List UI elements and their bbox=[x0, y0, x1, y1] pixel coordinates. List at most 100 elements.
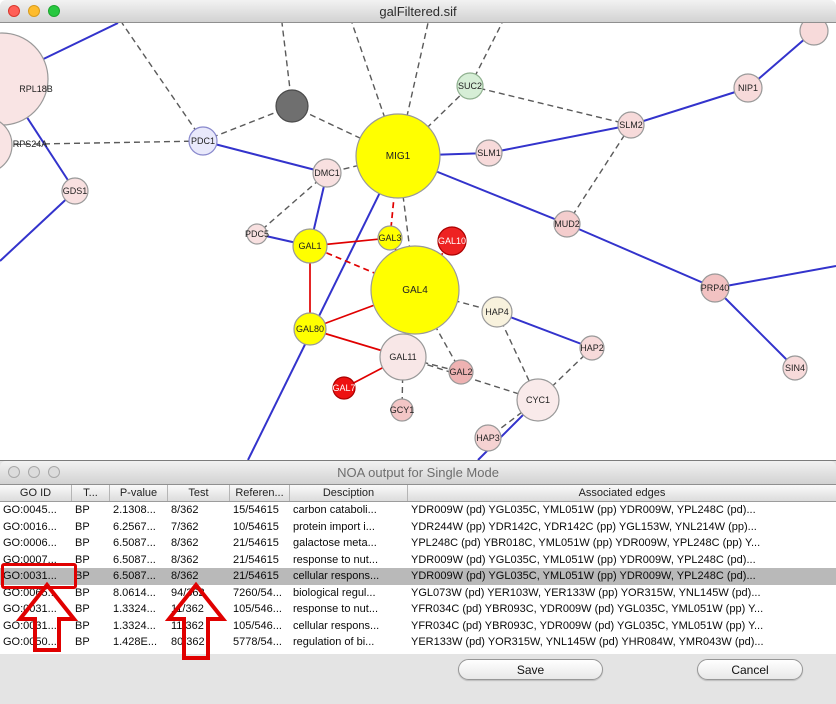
edge-blue[interactable] bbox=[566, 223, 716, 289]
node-gal3[interactable] bbox=[377, 225, 403, 251]
node-hap2[interactable] bbox=[579, 335, 605, 361]
column-header-p-value[interactable]: P-value bbox=[110, 485, 168, 501]
table-cell: BP bbox=[75, 520, 90, 533]
table-cell: galactose meta... bbox=[293, 537, 377, 550]
edge-gray-dashed[interactable] bbox=[469, 85, 632, 126]
node-mig1[interactable] bbox=[355, 113, 441, 199]
node-gal4[interactable] bbox=[370, 245, 460, 335]
column-header-desciption[interactable]: Desciption bbox=[290, 485, 408, 501]
node-label-mud2: MUD2 bbox=[554, 219, 580, 229]
node-hap4[interactable] bbox=[481, 296, 513, 328]
edge-gray-dashed[interactable] bbox=[256, 172, 328, 235]
node-gal10[interactable] bbox=[437, 226, 467, 256]
graph-window-title: galFiltered.sif bbox=[379, 3, 457, 19]
node-pdc5[interactable] bbox=[246, 223, 268, 245]
edge-gray-dashed[interactable] bbox=[397, 85, 471, 157]
table-cell: 105/546... bbox=[233, 603, 282, 616]
table-cell: GO:0016... bbox=[3, 520, 57, 533]
edge-gray-dashed[interactable] bbox=[566, 124, 632, 225]
table-cell: 2.1308... bbox=[113, 504, 156, 517]
node-label-hap4: HAP4 bbox=[485, 307, 509, 317]
node-gds1[interactable] bbox=[61, 177, 89, 205]
table-cell: protein import i... bbox=[293, 520, 375, 533]
zoom-button[interactable] bbox=[48, 5, 60, 17]
node-slm1[interactable] bbox=[475, 139, 503, 167]
node-gal11[interactable] bbox=[379, 333, 427, 381]
table-cell: GO:0031... bbox=[3, 619, 57, 632]
edge-blue[interactable] bbox=[714, 287, 796, 369]
node-sin4[interactable] bbox=[782, 355, 808, 381]
close-button[interactable] bbox=[8, 5, 20, 17]
node-gal1[interactable] bbox=[292, 228, 328, 264]
node-gal80[interactable] bbox=[293, 312, 327, 346]
node-nip1[interactable] bbox=[733, 73, 763, 103]
edge-gray-dashed[interactable] bbox=[0, 140, 204, 146]
zoom-button[interactable] bbox=[48, 466, 60, 478]
node-suc2[interactable] bbox=[456, 72, 484, 100]
node-label-cyc1: CYC1 bbox=[526, 395, 550, 405]
node-rpl18b[interactable] bbox=[0, 32, 49, 126]
column-header-referen[interactable]: Referen... bbox=[230, 485, 290, 501]
node-gal7[interactable] bbox=[332, 376, 356, 400]
edge-blue[interactable] bbox=[247, 155, 399, 460]
table-cell: cellular respons... bbox=[293, 619, 380, 632]
node-rps24a[interactable] bbox=[0, 117, 13, 173]
table-cell: GO:0050... bbox=[3, 636, 57, 649]
node-corner[interactable] bbox=[799, 23, 829, 46]
node-label-gds1: GDS1 bbox=[63, 186, 88, 196]
column-header-go-id[interactable]: GO ID bbox=[0, 485, 72, 501]
node-slm2[interactable] bbox=[617, 111, 645, 139]
column-header-t[interactable]: T... bbox=[72, 485, 110, 501]
column-header-associated-edges[interactable]: Associated edges bbox=[578, 487, 666, 499]
node-label-rps24a: RPS24A bbox=[13, 139, 48, 149]
node-hap3[interactable] bbox=[474, 424, 502, 452]
table-cell: regulation of bi... bbox=[293, 636, 375, 649]
cancel-button[interactable]: Cancel bbox=[697, 659, 803, 680]
save-button[interactable]: Save bbox=[458, 659, 603, 680]
node-pdc1[interactable] bbox=[188, 126, 218, 156]
edge-blue[interactable] bbox=[630, 87, 749, 126]
node-cyc1[interactable] bbox=[516, 378, 560, 422]
node-gal2[interactable] bbox=[448, 359, 474, 385]
minimize-button[interactable] bbox=[28, 5, 40, 17]
table-cell: GO:0007... bbox=[3, 553, 57, 566]
table-cell: 15/54615 bbox=[233, 504, 279, 517]
node-gcy1[interactable] bbox=[390, 398, 414, 422]
minimize-button[interactable] bbox=[28, 466, 40, 478]
edge-blue[interactable] bbox=[0, 190, 76, 262]
node-dark[interactable] bbox=[275, 89, 309, 123]
node-label-gal4: GAL4 bbox=[402, 285, 428, 296]
node-label-slm2: SLM2 bbox=[619, 120, 643, 130]
node-label-gcy1: GCY1 bbox=[390, 405, 415, 415]
node-dmc1[interactable] bbox=[312, 158, 342, 188]
edge-red-dashed[interactable] bbox=[309, 245, 416, 291]
node-prp40[interactable] bbox=[700, 273, 730, 303]
table-cell: YDR009W (pd) YGL035C, YML051W (pp) YDR00… bbox=[411, 504, 756, 517]
noa-window-titlebar[interactable]: NOA output for Single Mode bbox=[0, 461, 836, 485]
table-cell: 21/54615 bbox=[233, 537, 279, 550]
edge-blue[interactable] bbox=[496, 311, 593, 349]
table-cell: 1.428E... bbox=[113, 636, 158, 649]
node-label-nip1: NIP1 bbox=[738, 83, 758, 93]
close-button[interactable] bbox=[8, 466, 20, 478]
edge-blue[interactable] bbox=[202, 140, 328, 174]
edge-blue[interactable] bbox=[714, 265, 836, 289]
edge-gray-dashed[interactable] bbox=[121, 23, 204, 142]
node-mud2[interactable] bbox=[553, 210, 581, 238]
edge-blue[interactable] bbox=[488, 124, 632, 154]
table-cell: GO:0031... bbox=[3, 603, 57, 616]
node-label-rpl18b: RPL18B bbox=[19, 84, 53, 94]
column-header-test[interactable]: Test bbox=[168, 485, 230, 501]
graph-window-titlebar[interactable]: galFiltered.sif bbox=[0, 0, 836, 23]
network-canvas[interactable]: RPL18BRPS24AGDS1PDC1MIG1SUC2SLM1SLM2NIP1… bbox=[0, 23, 836, 460]
